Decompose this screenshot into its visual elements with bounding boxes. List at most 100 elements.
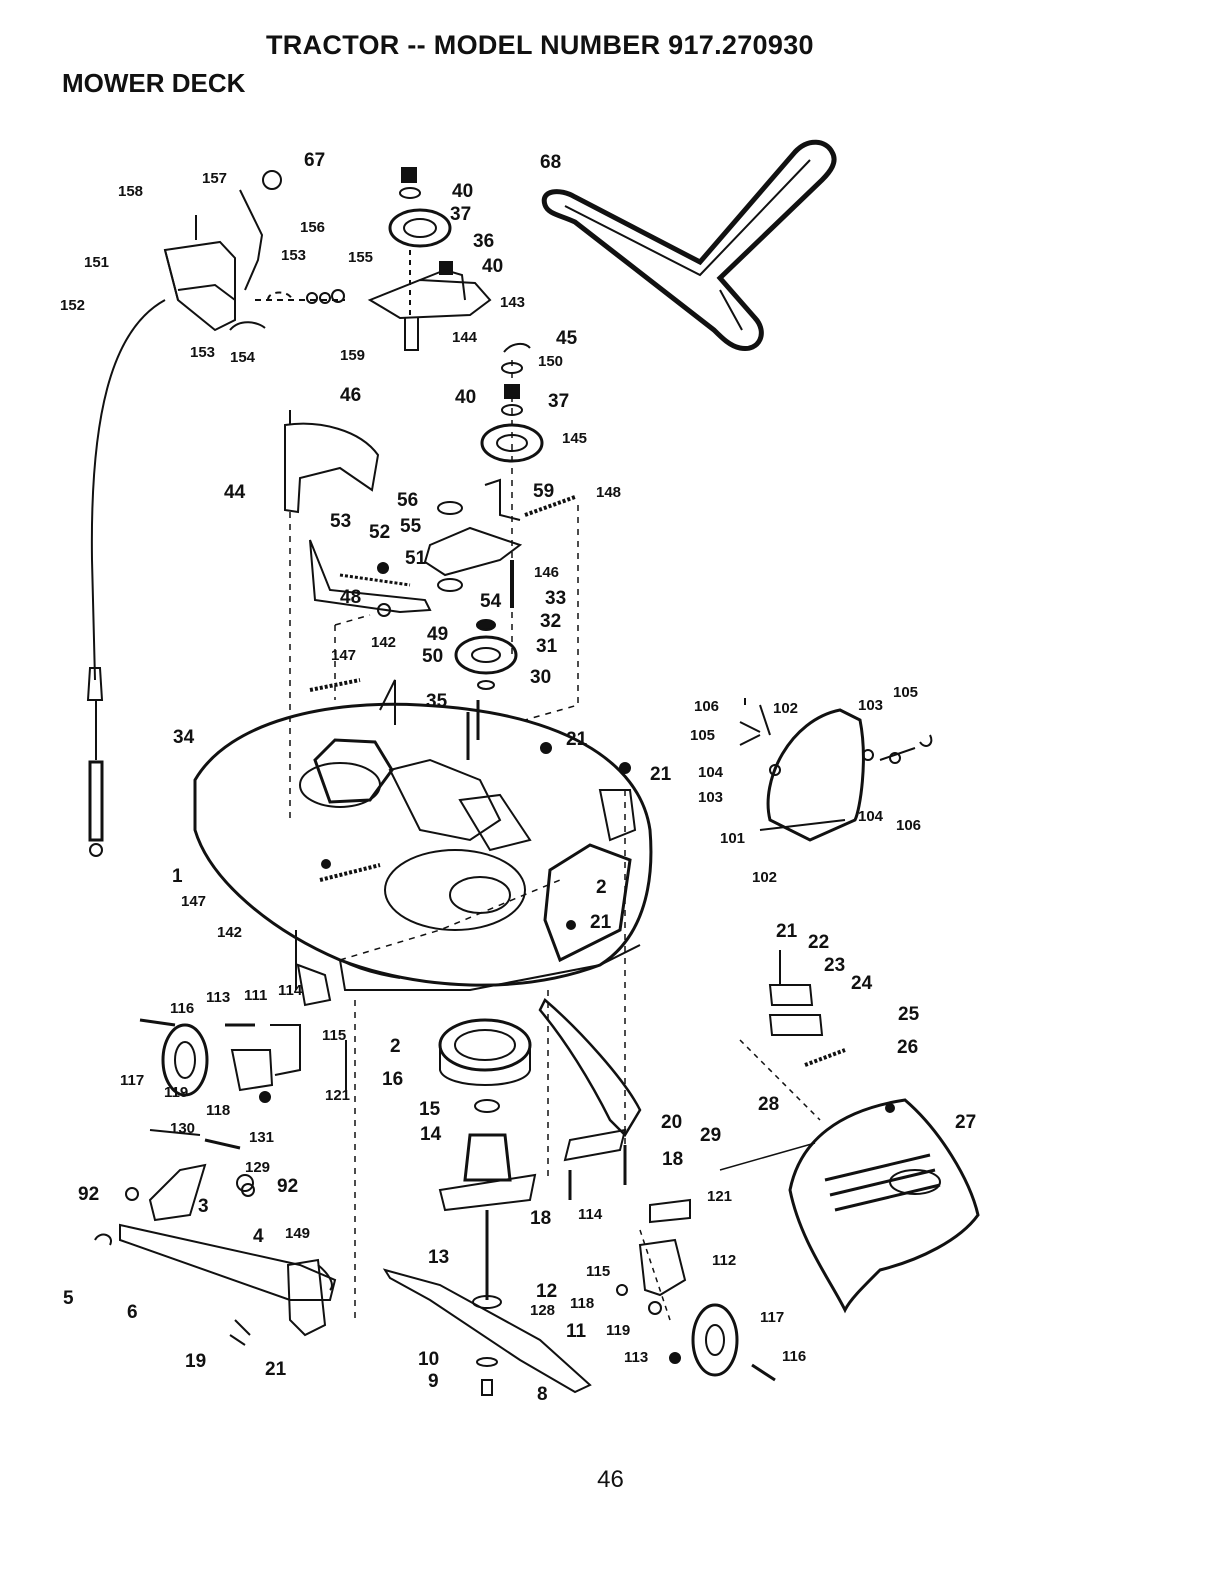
callout-label: 157 (202, 170, 227, 187)
callout-label: 59 (533, 481, 554, 502)
callout-label: 51 (405, 548, 427, 569)
callout-label: 12 (536, 1281, 557, 1302)
callout-label: 113 (624, 1349, 648, 1366)
callout-label: 3 (198, 1196, 209, 1217)
callout-label: 21 (265, 1359, 287, 1380)
callout-label: 21 (776, 921, 798, 942)
callout-label: 114 (578, 1206, 603, 1223)
callout-label: 67 (304, 150, 325, 171)
callout-label: 8 (537, 1384, 548, 1405)
callout-label: 33 (545, 588, 566, 609)
callout-label: 104 (698, 764, 724, 781)
callout-label: 116 (170, 1000, 194, 1017)
callout-label: 40 (482, 256, 503, 277)
callout-label: 35 (426, 691, 448, 712)
callout-label: 30 (530, 667, 551, 688)
section-title: MOWER DECK (62, 68, 246, 98)
callout-label: 104 (858, 808, 884, 825)
callout-label: 118 (570, 1295, 594, 1312)
callout-label: 6 (127, 1302, 138, 1323)
callout-label: 55 (400, 516, 422, 537)
callout-label: 128 (530, 1302, 555, 1319)
belt (541, 139, 837, 351)
spindle-and-blade (382, 1018, 592, 1396)
left-gauge-wheel-assembly (139, 930, 347, 1103)
callout-label: 154 (230, 349, 256, 366)
callout-label: 19 (185, 1351, 206, 1372)
callout-label: 119 (606, 1322, 630, 1339)
callout-label: 92 (78, 1184, 99, 1205)
callout-label: 111 (244, 987, 267, 1004)
callout-label: 151 (84, 254, 109, 271)
callout-label: 144 (452, 329, 478, 346)
callout-label: 2 (390, 1036, 401, 1057)
callout-label: 92 (277, 1176, 298, 1197)
control-bracket (163, 170, 345, 332)
callout-label: 53 (330, 511, 351, 532)
callout-label: 153 (190, 344, 215, 361)
callout-label: 149 (285, 1225, 310, 1242)
callout-label: 130 (170, 1120, 195, 1137)
callout-label: 52 (369, 522, 390, 543)
callout-label: 49 (427, 624, 448, 645)
callout-label: 102 (752, 869, 777, 886)
callout-label: 105 (690, 727, 715, 744)
callout-label: 153 (281, 247, 306, 264)
callout-label: 156 (300, 219, 325, 236)
callout-label: 54 (480, 591, 502, 612)
callout-label: 103 (858, 697, 883, 714)
callout-label: 27 (955, 1112, 976, 1133)
callout-label: 16 (382, 1069, 403, 1090)
callout-label: 131 (249, 1129, 274, 1146)
callout-label: 40 (452, 181, 473, 202)
callout-label: 26 (897, 1037, 918, 1058)
callout-label: 101 (720, 830, 745, 847)
right-gauge-wheel-assembly (538, 998, 776, 1382)
callout-label: 119 (164, 1084, 188, 1101)
belt-guard (284, 410, 380, 820)
callout-label: 105 (893, 684, 918, 701)
callout-label: 34 (173, 727, 195, 748)
callout-label: 117 (760, 1309, 784, 1326)
callout-label: 106 (896, 817, 921, 834)
callout-label: 103 (698, 789, 723, 806)
callout-label: 121 (707, 1188, 732, 1205)
callout-label: 145 (562, 430, 587, 447)
callout-label: 146 (534, 564, 559, 581)
callout-label: 23 (824, 955, 845, 976)
callout-label: 21 (590, 912, 612, 933)
callout-label: 28 (758, 1094, 779, 1115)
callout-label: 155 (348, 249, 373, 266)
mower-deck (193, 678, 653, 991)
callout-label: 56 (397, 490, 418, 511)
callout-label: 68 (540, 152, 561, 173)
callout-label: 148 (596, 484, 621, 501)
callout-label: 21 (650, 764, 672, 785)
page-number: 46 (597, 1466, 624, 1493)
callout-label: 37 (548, 391, 569, 412)
callout-label: 13 (428, 1247, 449, 1268)
callout-label: 50 (422, 646, 443, 667)
callout-label: 112 (712, 1252, 736, 1269)
callout-label: 142 (217, 924, 242, 941)
page-title: TRACTOR -- MODEL NUMBER 917.270930 (266, 30, 814, 60)
lift-lever-arm (309, 539, 432, 617)
idler-pulley-upper (367, 167, 492, 351)
mulch-cover-assembly (719, 950, 980, 1314)
callout-label: 129 (245, 1159, 270, 1176)
callout-label: 24 (851, 973, 873, 994)
callout-label: 152 (60, 297, 85, 314)
callout-label: 150 (538, 353, 563, 370)
callout-label: 32 (540, 611, 561, 632)
callout-label: 115 (586, 1263, 610, 1280)
callout-label: 143 (500, 294, 525, 311)
callout-label: 21 (566, 729, 588, 750)
callout-label: 29 (700, 1125, 721, 1146)
callout-label: 117 (120, 1072, 144, 1089)
callout-label: 48 (340, 587, 361, 608)
callout-label: 44 (224, 482, 246, 503)
callout-label: 25 (898, 1004, 920, 1025)
callout-label: 121 (325, 1087, 350, 1104)
callout-label: 102 (773, 700, 798, 717)
